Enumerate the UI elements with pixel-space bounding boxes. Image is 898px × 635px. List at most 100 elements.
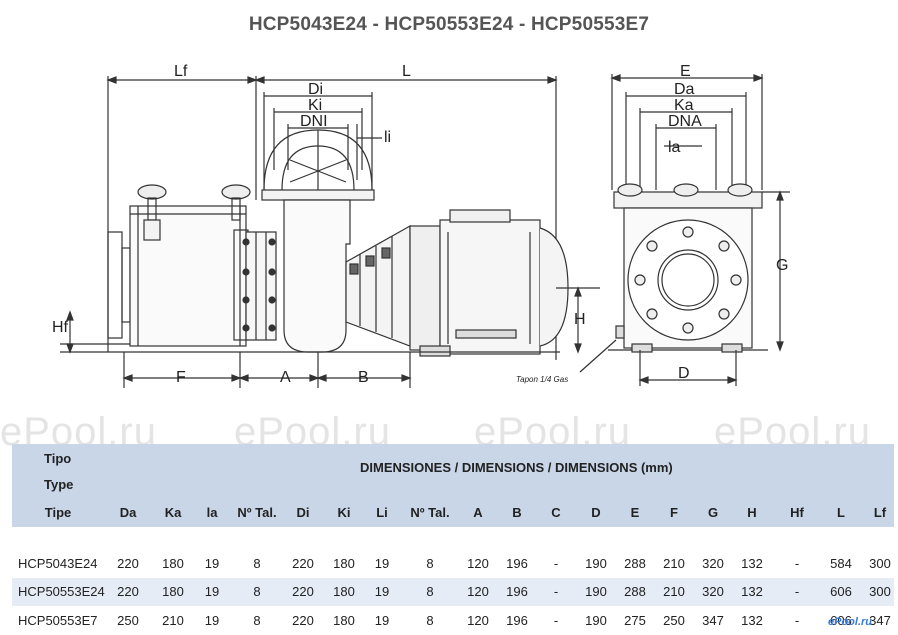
- value-cell: 180: [333, 556, 355, 571]
- model-cell: HCP50553E24: [18, 584, 105, 599]
- value-cell: 132: [741, 584, 763, 599]
- value-cell: 180: [162, 584, 184, 599]
- front-dimension-g: [762, 190, 790, 352]
- value-cell: 606: [830, 584, 852, 599]
- label-a: A: [280, 369, 291, 386]
- value-cell: 19: [374, 613, 390, 628]
- value-cell: 250: [117, 613, 139, 628]
- model-cell: HCP50553E7: [18, 613, 98, 628]
- pump-prefilter: [107, 205, 249, 347]
- column-header: B: [512, 505, 522, 520]
- label-e: E: [680, 63, 691, 80]
- drawing-title: HCP5043E24 - HCP50553E24 - HCP50553E7: [248, 14, 650, 35]
- value-cell: 250: [663, 613, 685, 628]
- value-cell: 120: [467, 584, 489, 599]
- value-cell: 190: [585, 556, 607, 571]
- motor-body: [409, 209, 569, 357]
- value-cell: 120: [467, 613, 489, 628]
- value-cell: 180: [333, 584, 355, 599]
- value-cell: 220: [292, 556, 314, 571]
- label-l: L: [402, 63, 411, 80]
- value-cell: 288: [624, 556, 646, 571]
- column-header: Ka: [164, 505, 182, 520]
- value-cell: 584: [830, 556, 852, 571]
- value-cell: 8: [253, 613, 261, 628]
- dimension-h: [556, 286, 600, 354]
- value-cell: 220: [292, 613, 314, 628]
- front-body: [608, 183, 768, 353]
- dimension-di-ki-dni: [263, 92, 382, 195]
- value-cell: 132: [741, 613, 763, 628]
- value-cell: 8: [253, 584, 261, 599]
- column-header: Lf: [873, 505, 887, 520]
- header-type: Type: [44, 477, 74, 492]
- value-cell: 300: [869, 584, 891, 599]
- knob-left: [137, 184, 167, 241]
- label-la: la: [668, 139, 681, 156]
- value-cell: 210: [663, 556, 685, 571]
- column-header: Ki: [337, 505, 351, 520]
- value-cell: 196: [506, 556, 528, 571]
- header-dimensions: DIMENSIONES / DIMENSIONS / DIMENSIONS (m…: [360, 460, 673, 475]
- value-cell: 19: [204, 556, 220, 571]
- center-flange: [242, 231, 277, 341]
- value-cell: 220: [292, 584, 314, 599]
- value-cell: 120: [467, 556, 489, 571]
- value-cell: -: [553, 584, 559, 599]
- column-header: H: [747, 505, 757, 520]
- value-cell: 19: [204, 613, 220, 628]
- value-cell: 210: [162, 613, 184, 628]
- value-cell: 320: [702, 584, 724, 599]
- dimension-l: [254, 76, 558, 360]
- column-header: Tipe: [44, 505, 72, 520]
- value-cell: -: [794, 613, 800, 628]
- value-cell: 8: [253, 556, 261, 571]
- value-cell: 210: [663, 584, 685, 599]
- column-header: Nº Tal.: [410, 505, 450, 520]
- label-di: Di: [308, 81, 323, 98]
- value-cell: 8: [426, 613, 434, 628]
- header-tipo: Tipo: [44, 451, 72, 466]
- value-cell: 347: [869, 613, 891, 628]
- label-d: D: [678, 365, 690, 382]
- column-header: F: [670, 505, 678, 520]
- label-lf: Lf: [174, 63, 188, 80]
- column-header: E: [630, 505, 640, 520]
- front-dimension-d: [638, 350, 738, 386]
- column-header: D: [591, 505, 601, 520]
- knob-right: [221, 184, 251, 221]
- column-header: C: [551, 505, 561, 520]
- value-cell: -: [553, 613, 559, 628]
- label-dna: DNA: [668, 113, 702, 130]
- label-f: F: [176, 369, 186, 386]
- technical-drawing: Lf L Di Ki DNI li Hf F A B H E Da Ka DNA…: [52, 63, 790, 388]
- value-cell: 8: [426, 556, 434, 571]
- value-cell: 190: [585, 613, 607, 628]
- value-cell: 196: [506, 584, 528, 599]
- column-header: G: [707, 505, 719, 520]
- value-cell: 320: [702, 556, 724, 571]
- value-cell: -: [553, 556, 559, 571]
- model-cell: HCP5043E24: [18, 556, 98, 571]
- logo: ePool.ru: [828, 616, 873, 628]
- row-alt-bg: [12, 578, 894, 606]
- drain-leader: [579, 339, 617, 373]
- value-cell: -: [794, 584, 800, 599]
- value-cell: 196: [506, 613, 528, 628]
- label-da: Da: [674, 81, 695, 98]
- value-cell: 180: [333, 613, 355, 628]
- value-cell: 132: [741, 556, 763, 571]
- label-ki: Ki: [308, 97, 322, 114]
- column-header: la: [206, 505, 218, 520]
- column-header: Di: [296, 505, 310, 520]
- column-header: A: [473, 505, 483, 520]
- value-cell: 8: [426, 584, 434, 599]
- label-dni: DNI: [300, 113, 328, 130]
- drain-note: Tapon 1/4 Gas: [516, 375, 568, 384]
- column-header: Hf: [790, 505, 804, 520]
- label-ka: Ka: [674, 97, 694, 114]
- value-cell: 220: [117, 556, 139, 571]
- value-cell: 19: [374, 584, 390, 599]
- label-li: li: [384, 129, 391, 146]
- value-cell: 288: [624, 584, 646, 599]
